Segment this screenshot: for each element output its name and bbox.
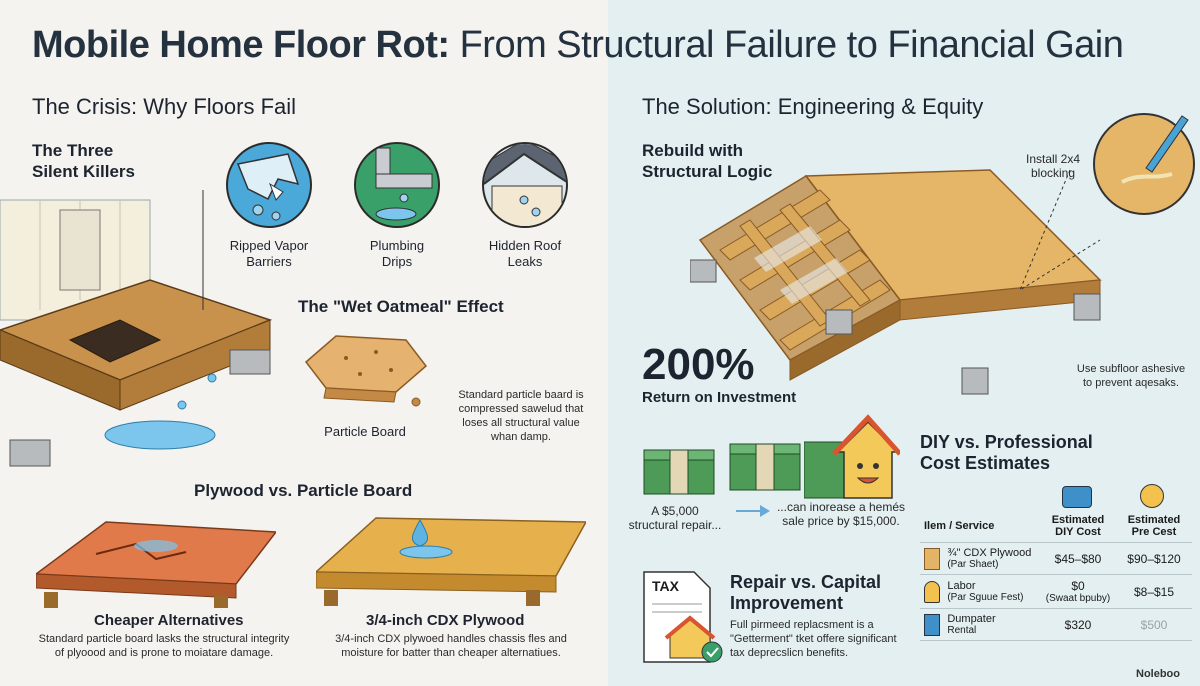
roi-label: Return on Investment <box>642 389 797 406</box>
roi-value: 200% <box>642 340 755 389</box>
brand-watermark: Noleboo <box>1136 668 1180 680</box>
toolbox-icon <box>1062 486 1092 508</box>
cdx-description: 3/4-inch CDX plywoed handles chassis fle… <box>335 633 567 659</box>
row-pro: $500 <box>1116 608 1192 641</box>
page-title: Mobile Home Floor Rot: From Structural F… <box>32 24 1124 66</box>
crisis-heading: The Crisis: Why Floors Fail <box>32 94 297 119</box>
cdx-title: 3/4-inch CDX Plywood <box>366 612 525 629</box>
happy-house-icon <box>804 412 900 502</box>
row-pro: $8–$15 <box>1116 574 1192 609</box>
cdx-plywood-illustration <box>316 512 586 610</box>
torn-vapor-barrier-icon <box>226 142 312 228</box>
row-pro: $90–$120 <box>1116 542 1192 575</box>
row-diy: $0(Swaat bpuby) <box>1040 574 1116 609</box>
cheap-description: Standard particle board lasks the struct… <box>38 633 290 659</box>
money-stack-icon <box>640 440 718 498</box>
capital-description: Full pirmeed replacsment is a"Getterment… <box>730 619 897 659</box>
cheap-board-illustration <box>36 514 276 610</box>
hardhat-worker-icon <box>1140 484 1164 508</box>
arrow-line <box>736 510 764 512</box>
tax-label: TAX <box>652 578 679 594</box>
dumpster-icon <box>924 613 940 636</box>
table-row: Labor(Par Sguue Fest) $0(Swaat bpuby) $8… <box>920 574 1192 609</box>
adhesive-zoom-circle <box>1092 112 1196 216</box>
worker-icon <box>924 580 940 603</box>
row-item: Labor(Par Sguue Fest) <box>920 574 1040 609</box>
roof-leak-icon <box>482 142 568 228</box>
table-row: ¾" CDX Plywood(Par Shaet) $45–$80 $90–$1… <box>920 542 1192 575</box>
row-item: ¾" CDX Plywood(Par Shaet) <box>920 542 1040 575</box>
tax-document-icon <box>640 570 726 664</box>
arrow-head-icon <box>760 505 770 517</box>
dripping-pipe-icon <box>354 142 440 228</box>
cheap-title: Cheaper Alternatives <box>94 612 244 629</box>
col-item: Ilem / Service <box>920 510 1040 543</box>
compare-title: Plywood vs. Particle Board <box>194 481 413 500</box>
floor-frame-illustration <box>690 150 1110 400</box>
plywood-sheet-icon <box>924 547 940 570</box>
particle-board-icon <box>296 322 436 418</box>
oatmeal-title: The "Wet Oatmeal" Effect <box>298 297 504 316</box>
row-diy: $320 <box>1040 608 1116 641</box>
row-diy: $45–$80 <box>1040 542 1116 575</box>
solution-heading: The Solution: Engineering & Equity <box>642 94 984 119</box>
money-stack-medium-icon <box>728 436 802 494</box>
rotten-floor-illustration <box>0 190 290 500</box>
particle-board-label: Particle Board <box>324 424 406 439</box>
